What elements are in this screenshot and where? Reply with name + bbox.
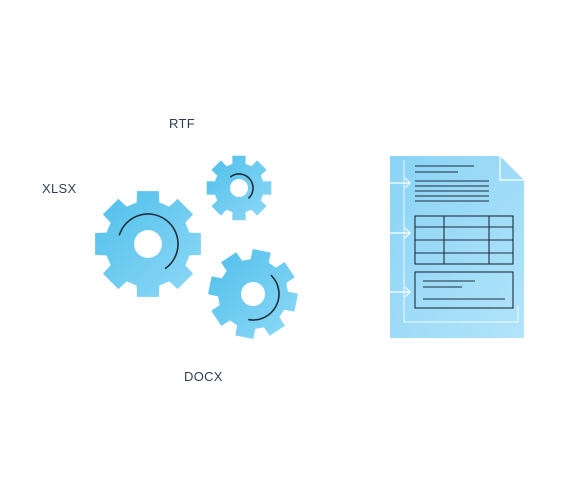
- gear-arc: [118, 213, 179, 270]
- gear-hole: [134, 230, 162, 258]
- text-box-icon: [414, 271, 514, 309]
- document-icon: [388, 156, 524, 338]
- gear-medium-icon: [208, 249, 298, 339]
- gear-hole: [230, 179, 248, 197]
- gear-arc: [248, 274, 280, 321]
- gear-large-icon: [95, 191, 201, 297]
- gear-hole: [241, 282, 265, 306]
- gear-arc: [229, 173, 254, 199]
- table-icon: [414, 215, 514, 265]
- format-label-xlsx: XLSX: [42, 181, 77, 196]
- format-label-docx: DOCX: [184, 369, 223, 384]
- arrow-in-icon: [388, 177, 411, 298]
- format-label-rtf: RTF: [169, 116, 195, 131]
- gear-small-icon: [206, 155, 272, 221]
- text-lines-icon: [415, 165, 489, 202]
